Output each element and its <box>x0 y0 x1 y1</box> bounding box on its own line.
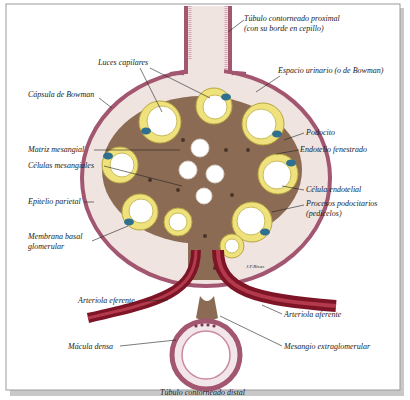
afferent-arteriole <box>218 250 336 306</box>
space-label: Espacio urinario (o de Bowman) <box>278 66 383 76</box>
efferent-lumen <box>88 250 196 318</box>
matrix-label: Matriz mesangial <box>28 145 84 155</box>
membrane-label: Membrana basal glomerular <box>28 232 90 252</box>
cell-label: Podocito <box>306 128 335 138</box>
capsule-neck <box>230 73 246 74</box>
distal-tubule <box>172 321 240 389</box>
brush-border <box>225 6 228 76</box>
extraglomerular-mesangium <box>196 296 218 321</box>
tubule-part-label: Mácula densa <box>68 342 113 352</box>
tubule-wall <box>228 6 232 78</box>
epithelium-label: Epitelio parietal <box>28 197 81 207</box>
capsule-label: Cápsula de Bowman <box>28 90 94 100</box>
frame <box>6 4 400 390</box>
macula-densa-cells <box>194 323 215 327</box>
vessel-label: Arteriola aferente <box>284 310 341 320</box>
capsule-neck <box>170 73 186 74</box>
process-label: Procesos podocitarios (pedicelos) <box>306 199 390 219</box>
cell-label: Célula endotelial <box>306 185 361 195</box>
capillary-label: Luces capilares <box>98 58 148 68</box>
cell-label: Células mesangiales <box>28 161 94 171</box>
tubule-label: Túbulo contorneado proximal (con su bord… <box>244 14 344 34</box>
vessel-label: Arteriola eferente <box>78 296 135 306</box>
afferent-lumen <box>218 250 336 306</box>
endothelium-label: Endotelio fenestrado <box>300 145 367 155</box>
signature: J.F.Rivas <box>246 262 264 272</box>
bowman-capsule <box>82 70 330 286</box>
capillary-loops <box>102 88 298 258</box>
tubule-opening <box>188 60 224 80</box>
tubule-label: Túbulo contorneado distal <box>160 388 245 398</box>
efferent-arteriole <box>88 250 196 318</box>
distal-lumen <box>182 331 230 379</box>
central-lumens <box>179 139 224 204</box>
tubule-wall <box>184 6 188 78</box>
mesangium-label: Mesangio extraglomerular <box>284 342 370 352</box>
